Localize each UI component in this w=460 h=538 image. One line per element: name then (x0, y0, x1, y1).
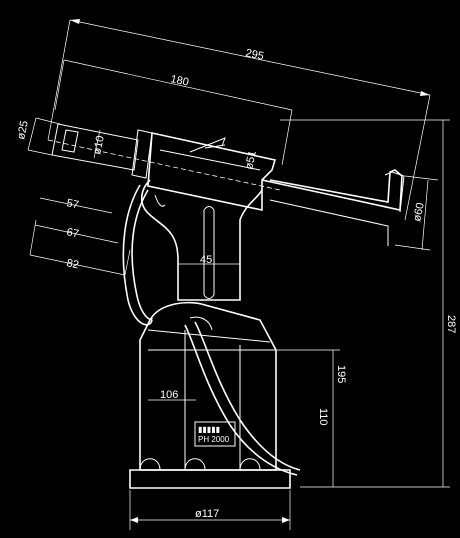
dim-base-diameter-text: ø117 (195, 508, 219, 520)
dim-body-length: 180 (54, 59, 293, 166)
tool-head: ø51 ø60 (47, 123, 439, 251)
dim-grip-diameter-text: ø60 (411, 202, 427, 223)
dim-295-text: 295 (244, 47, 264, 63)
model-label: PH 2000 (198, 435, 230, 444)
dim-67-text: 67 (65, 226, 79, 240)
dim-180-text: 180 (169, 73, 189, 89)
model-label-plate (194, 421, 236, 447)
tool-handle: 45 (140, 179, 263, 301)
dim-82-text: 82 (65, 257, 79, 271)
dim-base-width-text: 106 (160, 389, 178, 401)
dim-base-lower-text: 110 (317, 408, 329, 426)
dim-57-text: 57 (65, 197, 79, 211)
dim-offsets: 57 67 82 (29, 197, 131, 276)
dim-base-upper-text: 195 (335, 365, 347, 383)
dim-handle-width-text: 45 (200, 254, 212, 266)
tool-base: 106 ▮▮▮▮▮ PH 2000 (129, 301, 291, 489)
dim-heights: 287 195 110 (260, 119, 457, 488)
dim-nose-diameter-text: ø25 (15, 120, 31, 141)
dim-nose: ø25 ø10 (15, 117, 107, 159)
dim-overall-height-text: 287 (445, 315, 457, 333)
dim-overall-length: 295 (47, 19, 431, 221)
dim-base-diameter: ø117 (129, 490, 291, 530)
dim-head-diameter-text: ø51 (243, 150, 259, 171)
brand-label: ▮▮▮▮▮ (198, 425, 220, 434)
